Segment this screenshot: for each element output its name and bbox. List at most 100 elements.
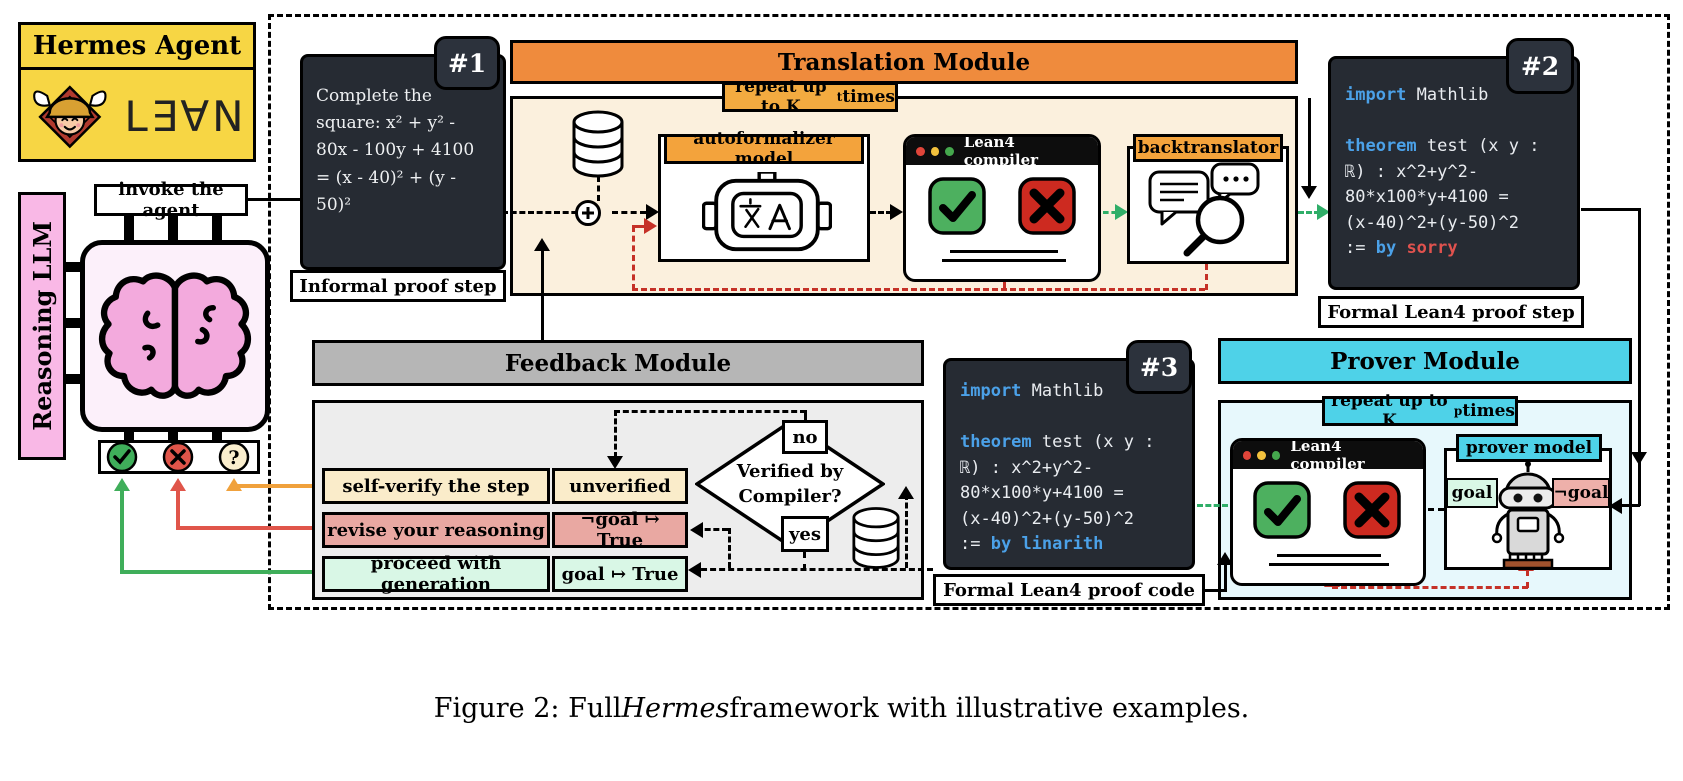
red-dot-icon xyxy=(1243,450,1252,460)
verified-diamond-text: Verified by Compiler? xyxy=(736,460,844,507)
arrowhead xyxy=(646,204,659,220)
backtranslator-badge: backtranslator xyxy=(1133,134,1283,162)
up-arrowhead xyxy=(898,486,914,499)
green-dot-icon xyxy=(945,146,954,156)
retry-loop-line xyxy=(1003,282,1006,290)
check-square-icon xyxy=(928,177,986,235)
text-rule xyxy=(1269,563,1389,566)
compiler-to-backtranslator-connector xyxy=(1103,211,1117,214)
unknown-question-icon: ? xyxy=(218,441,250,473)
translation-module-header: Translation Module xyxy=(510,40,1298,84)
green-return-line xyxy=(120,570,322,574)
step1-badge: #1 xyxy=(434,36,500,90)
text-rule xyxy=(1277,554,1381,557)
figure-caption: Figure 2: Full Hermes framework with ill… xyxy=(433,692,1250,724)
chip-stub xyxy=(64,262,82,272)
prover-retry-line xyxy=(1526,570,1529,588)
retry-loop-line xyxy=(632,288,1205,291)
backtranslator-icon xyxy=(1148,162,1260,257)
green-arrowhead xyxy=(114,478,130,491)
invoke-connector xyxy=(248,198,302,201)
code-line xyxy=(960,405,1178,431)
step3-label-to-prover-line xyxy=(1224,562,1227,592)
feedback-row-action: self-verify the step xyxy=(322,468,550,504)
left-arrowhead xyxy=(690,522,703,538)
green-dot-icon xyxy=(1271,450,1281,460)
step3-to-prover-connector xyxy=(1197,504,1228,507)
to-step2-connector xyxy=(1298,211,1320,214)
no-branch-line xyxy=(614,410,806,413)
code-line: (x-40)^2+(y-50)^2 xyxy=(1345,212,1519,233)
no-branch-line xyxy=(804,410,807,420)
red-return-line xyxy=(176,490,180,530)
autoformalizer-badge: autoformalizer model xyxy=(664,129,864,169)
yellow-dot-icon xyxy=(930,146,940,156)
code-line: ℝ) : x^2+y^2- xyxy=(1345,161,1479,182)
svg-text:?: ? xyxy=(228,447,239,469)
goal-label: goal xyxy=(1446,478,1498,508)
step1-label: Informal proof step xyxy=(290,270,506,302)
window-titlebar: Lean4 compiler xyxy=(1233,441,1423,473)
step2-label: Formal Lean4 proof step xyxy=(1318,296,1584,328)
code-line: import Mathlib xyxy=(960,381,1104,401)
orange-return-line xyxy=(232,484,322,488)
not-goal-label: ¬goal xyxy=(1552,478,1610,508)
arrowhead xyxy=(890,204,903,220)
hermes-agent-box: Hermes Agent L∃∀N xyxy=(18,22,256,162)
lean-logo: L∃∀N xyxy=(124,91,247,141)
step3-label-to-prover-line xyxy=(1203,589,1227,592)
database-icon xyxy=(852,507,900,569)
up-arrowhead xyxy=(1217,552,1233,565)
reasoning-llm-chip xyxy=(80,240,270,432)
prover-robot-icon xyxy=(1491,461,1565,570)
plus-to-autoformalizer-connector xyxy=(612,211,646,214)
db-to-step3-line xyxy=(905,494,908,568)
red-arrowhead xyxy=(644,218,657,234)
autoformalizer-to-compiler-connector xyxy=(870,211,892,214)
step2-to-prover-line xyxy=(1618,504,1640,507)
prover-module-header: Prover Module xyxy=(1218,338,1632,384)
hermes-agent-title: Hermes Agent xyxy=(21,25,253,70)
yes-branch-line xyxy=(696,528,728,531)
feedback-to-translation-line xyxy=(541,248,544,340)
window-title: Lean4 compiler xyxy=(963,134,1039,169)
autoformalizer-robot-icon xyxy=(702,172,832,252)
feedback-module-header: Feedback Module xyxy=(312,340,924,386)
red-dot-icon xyxy=(916,146,925,156)
yes-branch-line xyxy=(803,552,806,570)
chip-stub xyxy=(168,216,178,242)
code-line: := by linarith xyxy=(960,534,1104,554)
no-branch-line xyxy=(614,410,617,458)
check-square-icon xyxy=(1253,481,1311,539)
backtranslator-out-line xyxy=(1308,98,1311,186)
chip-stub xyxy=(212,216,222,242)
code-line: theorem test (x y : xyxy=(1345,136,1540,156)
reasoning-llm-label: Reasoning LLM xyxy=(18,192,66,460)
yes-branch-line xyxy=(692,568,933,571)
down-arrowhead xyxy=(607,456,623,469)
down-arrowhead xyxy=(1301,186,1317,199)
step3-label: Formal Lean4 proof code xyxy=(933,574,1205,606)
compiler-to-model-connector xyxy=(1428,508,1444,511)
retry-loop-line xyxy=(632,225,644,228)
step2-badge: #2 xyxy=(1506,38,1574,94)
red-return-line xyxy=(176,526,322,530)
chip-stub xyxy=(64,374,82,384)
code-line: 80*x100*y+4100 = xyxy=(960,483,1124,503)
feedback-row-result: goal ↦ True xyxy=(552,556,688,592)
code-line: ℝ) : x^2+y^2- xyxy=(960,457,1094,478)
code-line: theorem test (x y : xyxy=(960,432,1155,452)
step2-to-prover-line xyxy=(1638,208,1641,506)
cross-square-icon xyxy=(1018,177,1076,235)
green-return-line xyxy=(120,490,124,574)
code-line: := by sorry xyxy=(1345,238,1458,258)
invoke-agent-label: invoke the agent xyxy=(94,179,248,221)
db-to-plus-connector xyxy=(597,176,600,201)
text-rule xyxy=(942,259,1066,262)
chip-stub xyxy=(64,318,82,328)
step1-to-plus-connector xyxy=(502,211,586,214)
step3-badge: #3 xyxy=(1126,340,1192,394)
left-arrowhead xyxy=(688,562,701,578)
